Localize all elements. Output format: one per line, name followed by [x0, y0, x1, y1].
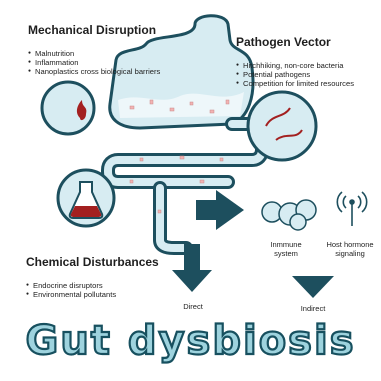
right-arrow	[196, 190, 244, 230]
hormone-label: Host hormone signaling	[322, 240, 378, 258]
immune-label: Inmmune system	[262, 240, 310, 258]
diagram-title: Gut dysbiosis	[0, 318, 381, 364]
mechanical-item: Inflammation	[28, 58, 178, 67]
mechanical-item: Nanoplastics cross biological barriers	[28, 67, 178, 76]
pathogen-item: Hitchhiking, non-core bacteria	[236, 61, 376, 70]
pathogen-item: Potential pathogens	[236, 70, 376, 79]
pathogen-item: Competition for limited resources	[236, 79, 376, 88]
immune-cells-icon	[262, 200, 316, 230]
pathogen-circle	[248, 92, 316, 160]
chemical-item: Endocrine disruptors	[26, 281, 176, 290]
direct-label: Direct	[176, 302, 210, 311]
flask-liquid	[71, 206, 102, 217]
chemical-item: Environmental pollutants	[26, 290, 176, 299]
intestine-down-tube-inner	[160, 188, 186, 248]
mechanical-section: Mechanical Disruption Malnutrition Infla…	[28, 12, 178, 76]
indirect-label: Indirect	[290, 304, 336, 313]
pathogen-title: Pathogen Vector	[236, 36, 376, 49]
intestine-tube	[108, 124, 262, 182]
pathogen-section: Pathogen Vector Hitchhiking, non-core ba…	[236, 24, 376, 88]
indirect-arrow	[292, 276, 334, 298]
mechanical-circle	[42, 82, 94, 134]
mechanical-title: Mechanical Disruption	[28, 24, 178, 37]
signal-icon	[337, 192, 366, 226]
chemical-section: Chemical Disturbances Endocrine disrupto…	[26, 244, 176, 299]
chemical-title: Chemical Disturbances	[26, 256, 176, 269]
mechanical-item: Malnutrition	[28, 49, 178, 58]
